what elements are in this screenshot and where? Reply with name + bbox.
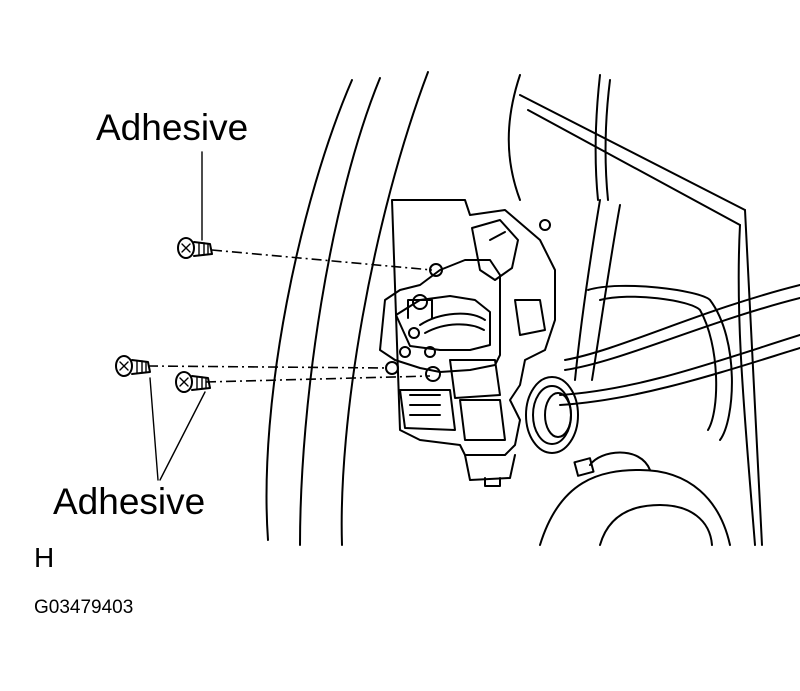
view-letter: H <box>34 542 55 573</box>
wire-clip <box>573 457 595 477</box>
figure-code: G03479403 <box>34 597 134 618</box>
leader-lines <box>149 151 206 481</box>
door-lock-assembly <box>379 199 556 487</box>
screw-bottom <box>175 371 211 393</box>
grommet <box>525 376 579 454</box>
screw-top <box>177 237 213 259</box>
door-frame <box>265 71 763 546</box>
screw-alignment-lines <box>147 249 433 383</box>
adhesive-label-top: Adhesive <box>96 107 249 148</box>
screw-middle <box>115 355 151 377</box>
adhesive-label-bottom: Adhesive <box>53 481 206 522</box>
lock-cable <box>559 284 800 406</box>
